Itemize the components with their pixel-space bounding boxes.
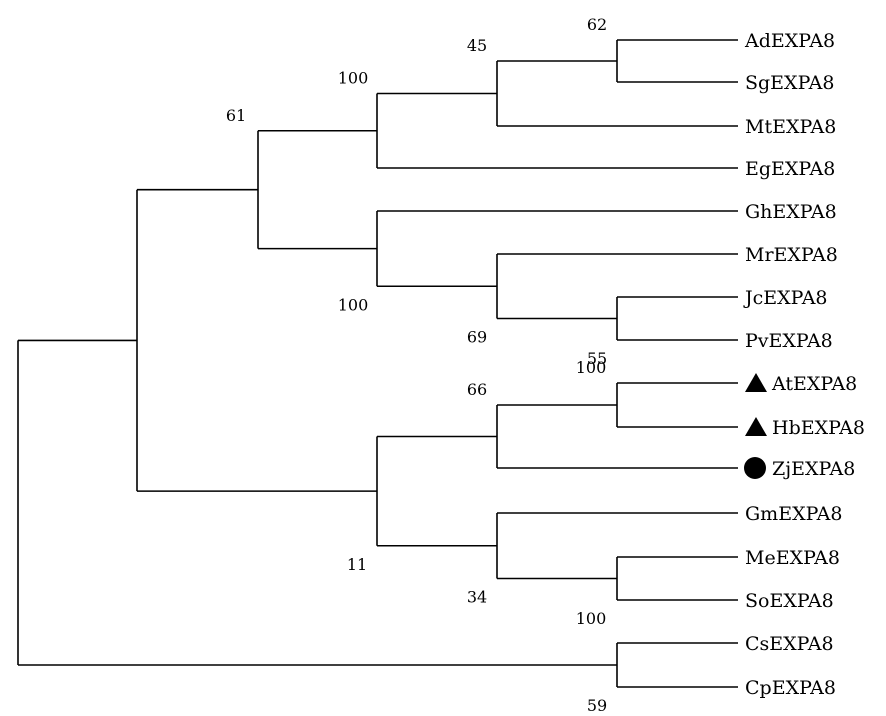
bootstrap-value: 66	[467, 380, 487, 399]
bootstrap-value: 61	[226, 106, 246, 125]
taxon-label: CpEXPA8	[745, 677, 836, 699]
taxon-label: GhEXPA8	[745, 201, 837, 223]
triangle-marker-icon	[745, 373, 767, 392]
bootstrap-value: 100	[338, 69, 369, 88]
bootstrap-value: 34	[467, 588, 487, 607]
taxon-label: ZjEXPA8	[772, 458, 855, 480]
taxon-label: AdEXPA8	[744, 30, 835, 52]
taxon-label: MtEXPA8	[745, 116, 836, 138]
taxon-label: MeEXPA8	[745, 547, 840, 569]
taxon-label: JcEXPA8	[743, 287, 828, 309]
taxon-label: GmEXPA8	[745, 503, 842, 525]
triangle-marker-icon	[745, 417, 767, 436]
taxon-label: MrEXPA8	[745, 244, 838, 266]
taxon-label: SoEXPA8	[745, 590, 834, 612]
tree-branches	[17, 39, 738, 688]
taxon-label: EgEXPA8	[745, 158, 835, 180]
bootstrap-value: 69	[467, 328, 487, 347]
taxon-label: HbEXPA8	[772, 417, 865, 439]
bootstrap-value: 100	[576, 609, 607, 628]
taxon-label: AtEXPA8	[771, 373, 857, 395]
taxon-label: PvEXPA8	[745, 330, 833, 352]
bootstrap-value: 62	[587, 15, 607, 34]
taxon-label: CsEXPA8	[745, 633, 834, 655]
circle-marker-icon	[744, 457, 766, 479]
bootstrap-value: 11	[347, 555, 367, 574]
bootstrap-value: 100	[338, 295, 369, 314]
bootstrap-value: 45	[467, 36, 487, 55]
bootstrap-value: 100	[576, 358, 607, 377]
bootstrap-value: 55	[587, 349, 607, 368]
taxon-labels: AdEXPA8SgEXPA8MtEXPA8EgEXPA8GhEXPA8MrEXP…	[743, 30, 865, 699]
bootstrap-value: 59	[587, 696, 607, 715]
taxon-label: SgEXPA8	[745, 72, 834, 94]
